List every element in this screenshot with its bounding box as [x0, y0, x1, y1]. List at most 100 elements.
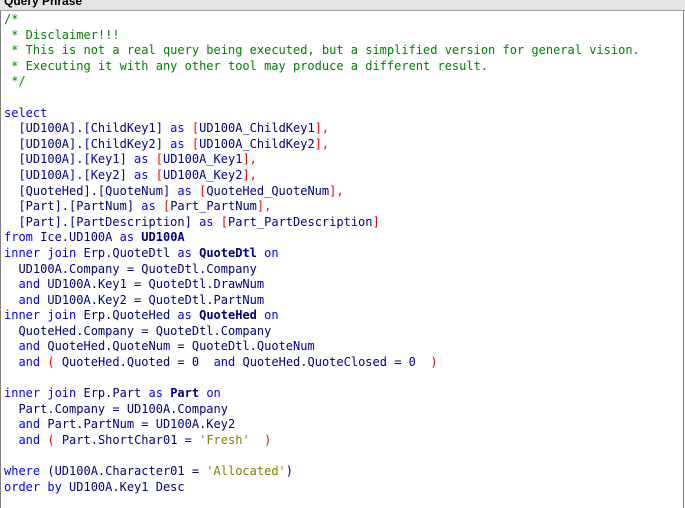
code-token-ident: Erp.QuoteDtl	[76, 245, 178, 260]
code-token-bracket: [	[155, 152, 163, 167]
code-token-plain	[214, 215, 221, 229]
code-token-keyword: and	[213, 355, 236, 370]
code-token-keyword: as	[199, 214, 214, 229]
code-line: UD100A.Company = QuoteDtl.Company	[4, 262, 640, 278]
code-line: [Part].[PartDescription] as [Part_PartDe…	[4, 215, 640, 231]
code-token-ident: UD100A.Key2 = QuoteDtl.PartNum	[40, 292, 265, 307]
code-token-ident: UD100A_ChildKey2	[199, 136, 315, 151]
code-token-keyword: where	[4, 464, 41, 479]
code-line: and ( QuoteHed.Quoted = 0 and QuoteHed.Q…	[4, 355, 640, 371]
code-token-ident: Part.ShortChar01 =	[54, 433, 200, 448]
code-token-plain	[4, 339, 18, 353]
code-line: and Part.PartNum = UD100A.Key2	[4, 417, 640, 433]
code-token-keyword: as	[170, 121, 185, 136]
code-token-keyword: and	[18, 292, 41, 307]
code-token-keyword: and	[18, 339, 41, 354]
code-token-plain	[149, 152, 156, 166]
code-token-ident: UD100A_Key2	[162, 167, 243, 182]
code-token-ident: [Part].[PartNum]	[4, 199, 142, 214]
code-token-bracket: [	[191, 121, 200, 136]
code-line: [UD100A].[Key2] as [UD100A_Key2],	[4, 168, 640, 184]
code-line: [UD100A].[ChildKey1] as [UD100A_ChildKey…	[4, 121, 640, 137]
code-token-keyword: inner join	[4, 308, 77, 323]
code-line: /*	[4, 12, 640, 28]
code-token-keyword: as	[170, 136, 185, 151]
code-token-keyword: from	[4, 230, 33, 245]
code-token-plain	[192, 246, 199, 260]
code-token-plain	[4, 433, 18, 447]
code-line: Part.Company = UD100A.Company	[4, 402, 640, 418]
code-token-ident: UD100A.Company = QuoteDtl.Company	[4, 261, 257, 276]
code-line: and QuoteHed.QuoteNum = QuoteDtl.QuoteNu…	[4, 339, 640, 355]
code-token-bracket: [	[220, 214, 228, 229]
code-token-bold: Part	[170, 386, 200, 401]
code-token-plain	[4, 277, 18, 291]
code-token-keyword: as	[177, 183, 192, 198]
code-token-bracket: ],	[242, 167, 257, 182]
code-line: and ( Part.ShortChar01 = 'Fresh' )	[4, 433, 640, 449]
code-token-bracket: [	[155, 167, 163, 182]
code-token-keyword: and	[18, 433, 41, 448]
code-token-bracket: [	[199, 183, 207, 198]
code-line: from Ice.UD100A as UD100A	[4, 230, 640, 246]
code-token-string: 'Allocated'	[206, 464, 286, 479]
code-token-ident: QuoteHed_QuoteNum	[206, 183, 330, 198]
code-token-bracket: ],	[242, 152, 257, 167]
code-token-keyword: as	[134, 152, 149, 167]
window-title-bar: Query Phrase	[0, 0, 685, 11]
code-token-bracket: )	[430, 355, 438, 370]
code-token-bracket: (	[47, 433, 55, 448]
code-token-ident: [UD100A].[ChildKey2]	[4, 136, 171, 151]
code-token-bold: QuoteDtl	[199, 245, 257, 260]
code-line: and UD100A.Key1 = QuoteDtl.DrawNum	[4, 277, 640, 293]
code-line: [UD100A].[Key1] as [UD100A_Key1],	[4, 152, 640, 168]
code-token-keyword: and	[18, 417, 41, 432]
code-token-comment: * Disclaimer!!!	[4, 27, 120, 42]
code-token-ident: [UD100A].[Key2]	[4, 167, 135, 182]
code-token-ident: [UD100A].[Key1]	[4, 152, 135, 167]
code-line	[4, 90, 640, 106]
code-line: select	[4, 106, 640, 122]
code-line: inner join Erp.Part as Part on	[4, 386, 640, 402]
code-token-keyword: inner join	[4, 386, 77, 401]
query-editor[interactable]: /* * Disclaimer!!! * This is not a real …	[0, 11, 684, 508]
code-token-keyword: select	[4, 105, 48, 120]
code-line: [Part].[PartNum] as [Part_PartNum],	[4, 199, 640, 215]
code-line: order by UD100A.Key1 Desc	[4, 480, 640, 496]
code-line: */	[4, 74, 640, 90]
code-token-ident: UD100A_ChildKey1	[199, 121, 315, 136]
code-token-keyword: as	[177, 308, 192, 323]
code-token-plain	[185, 121, 192, 135]
code-token-comment: /*	[4, 12, 19, 26]
code-line: * Executing it with any other tool may p…	[4, 59, 640, 75]
code-token-ident: QuoteHed.Quoted = 0	[54, 355, 214, 370]
code-token-keyword: as	[148, 386, 163, 401]
code-token-ident: UD100A_Key1	[162, 152, 243, 167]
code-token-comment: */	[4, 74, 26, 89]
code-token-keyword: on	[264, 245, 279, 260]
code-line: inner join Erp.QuoteHed as QuoteHed on	[4, 308, 640, 324]
code-token-plain	[4, 293, 18, 307]
code-token-plain	[185, 137, 192, 151]
code-token-bracket: [	[162, 199, 171, 214]
code-token-ident: Erp.QuoteHed	[76, 308, 178, 323]
code-token-ident: Part.PartNum = UD100A.Key2	[40, 417, 236, 432]
query-code: /* * Disclaimer!!! * This is not a real …	[4, 12, 640, 495]
code-token-bold: UD100A	[141, 230, 185, 245]
code-token-ident: [UD100A].[ChildKey1]	[4, 121, 171, 136]
code-token-keyword: inner join	[4, 245, 77, 260]
code-token-plain	[149, 168, 156, 182]
code-token-bracket: ],	[314, 136, 330, 151]
code-token-ident: UD100A.Key1 Desc	[61, 479, 185, 494]
code-token-plain	[4, 417, 18, 431]
code-line: and UD100A.Key2 = QuoteDtl.PartNum	[4, 293, 640, 309]
code-token-ident: QuoteHed.Company = QuoteDtl.Company	[4, 323, 272, 338]
code-token-bold: QuoteHed	[199, 308, 257, 323]
code-token-ident: )	[285, 464, 294, 479]
code-token-keyword: as	[134, 167, 149, 182]
code-token-ident: Part_PartNum	[170, 199, 257, 214]
code-token-ident: (UD100A.Character01 =	[40, 464, 207, 479]
code-token-keyword: as	[119, 230, 135, 245]
code-line: QuoteHed.Company = QuoteDtl.Company	[4, 324, 640, 340]
window-title: Query Phrase	[4, 0, 83, 8]
